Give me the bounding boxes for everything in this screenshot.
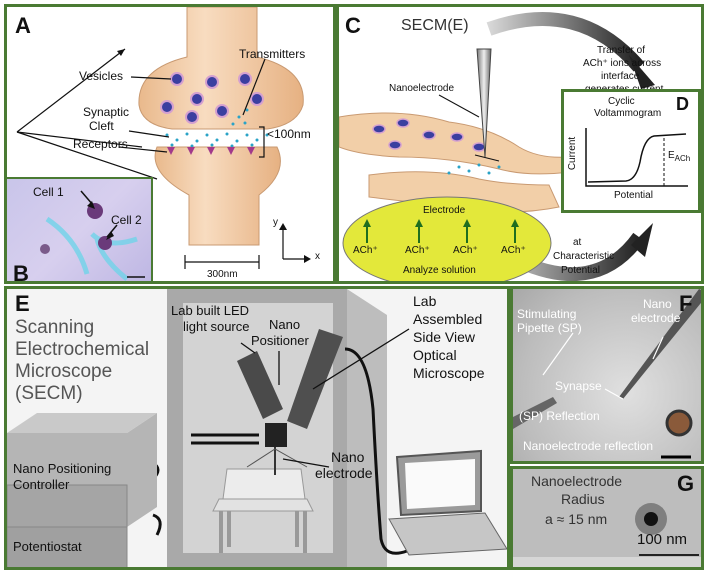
label-side-3: Side View — [413, 329, 476, 345]
cv-title-1: Cyclic — [608, 96, 635, 107]
presynaptic-neuron — [339, 112, 570, 175]
f-label-nano-1: Nano — [643, 297, 672, 311]
cyclic-voltammogram — [585, 128, 688, 187]
potential-line-1: at — [573, 237, 582, 248]
f-label-synapse: Synapse — [555, 379, 602, 393]
label-analyze-solution: Analyze solution — [403, 265, 476, 276]
cv-title-2: Voltammogram — [594, 108, 662, 119]
label-scale-300nm: 300nm — [207, 269, 238, 280]
panel-c: C SECM(E) Transfer of ACh⁺ ions across i… — [336, 4, 704, 284]
cv-e-main: E — [668, 150, 675, 161]
panel-b: Cell 1 Cell 2 B — [7, 177, 153, 284]
label-cell-1: Cell 1 — [33, 185, 64, 199]
label-nano-positioner-2: Positioner — [251, 333, 309, 348]
receptors — [167, 147, 255, 155]
ach-1: ACh⁺ — [353, 245, 378, 256]
cv-xlabel: Potential — [614, 190, 653, 201]
postsynaptic-terminal — [154, 146, 281, 246]
label-receptors: Receptors — [73, 137, 128, 151]
electrode-pool — [342, 196, 552, 281]
cell-micrograph — [40, 190, 145, 281]
side-view-microscope — [287, 329, 343, 429]
secm-setup-illustration — [7, 289, 507, 567]
cv-ylabel: Current — [567, 136, 579, 171]
panel-e: E Scanning Electrochemical Microscope (S… — [4, 286, 510, 570]
panel-letter-f: F — [679, 291, 693, 316]
g-label-scale: 100 nm — [637, 531, 688, 548]
cv-e-label: EACh — [668, 150, 690, 163]
g-label-radius: a ≈ 15 nm — [545, 511, 608, 527]
label-scanning: Scanning — [15, 317, 95, 338]
panel-letter-g: G — [677, 471, 695, 496]
panel-d: Cyclic Voltammogram D Current Potential … — [561, 89, 701, 213]
panel-letter-e: E — [15, 291, 30, 316]
label-side-2: Assembled — [413, 311, 483, 327]
axis-y-label: y — [273, 217, 278, 228]
label-side-5: Microscope — [413, 365, 485, 381]
label-cell-2: Cell 2 — [111, 213, 142, 227]
label-cleft-width: <100nm — [267, 127, 311, 141]
g-label-title-2: Radius — [561, 491, 605, 507]
f-label-stim-1: Stimulating — [517, 307, 577, 321]
transmitter-dots — [165, 108, 269, 148]
synapse-illustration — [16, 7, 311, 269]
panel-letter-d: D — [676, 94, 689, 114]
f-label-stim-2: Pipette (SP) — [517, 321, 582, 335]
f-label-sp-reflection: (SP) Reflection — [519, 409, 600, 423]
cv-curve — [587, 133, 687, 183]
label-synaptic: Synaptic — [83, 105, 130, 119]
label-nano-electrode-1: Nano — [331, 449, 365, 465]
ach-4: ACh⁺ — [501, 245, 526, 256]
label-led-1: Lab built LED — [171, 303, 250, 318]
nanoelectrode-tip — [476, 48, 492, 158]
label-side-1: Lab — [413, 293, 437, 309]
label-electrochemical: Electrochemical — [15, 339, 150, 360]
panel-f: Stimulating Pipette (SP) Nano electrode … — [510, 286, 704, 464]
f-label-nano-2: electrode — [631, 311, 681, 325]
label-controller-2: Controller — [13, 477, 70, 492]
potential-line-3: Potential — [561, 265, 600, 276]
label-secm-e: SECM(E) — [401, 17, 469, 34]
label-microscope: Microscope — [15, 361, 113, 382]
panel-a: A Vesicles Transmitters Synaptic Cleft R… — [4, 4, 336, 284]
label-nanoelectrode: Nanoelectrode — [389, 83, 455, 94]
potential-line-2: Characteristic — [553, 251, 615, 262]
cv-e-sub: ACh — [674, 154, 691, 163]
secm-illustration — [339, 12, 655, 281]
label-potentiostat: Potentiostat — [13, 539, 82, 554]
panel-letter-a: A — [15, 13, 31, 38]
panel-letter-b: B — [13, 261, 29, 284]
label-secm-abbr: (SECM) — [15, 383, 83, 404]
label-cleft: Cleft — [89, 119, 114, 133]
transfer-arrow — [486, 12, 645, 72]
f-label-ne-reflection: Nanoelectrode reflection — [523, 439, 654, 453]
label-vesicles: Vesicles — [79, 69, 124, 83]
label-nano-electrode-2: electrode — [315, 465, 373, 481]
label-controller-1: Nano Positioning — [13, 461, 112, 476]
transfer-line-1: Transfer of — [597, 45, 645, 56]
g-label-title-1: Nanoelectrode — [531, 473, 623, 489]
vesicles — [160, 72, 264, 124]
ach-3: ACh⁺ — [453, 245, 478, 256]
micrograph-g — [513, 503, 701, 567]
panel-g: Nanoelectrode Radius a ≈ 15 nm G 100 nm — [510, 466, 704, 570]
label-led-2: light source — [183, 319, 250, 334]
transfer-line-3: interface — [601, 71, 640, 82]
ach-2: ACh⁺ — [405, 245, 430, 256]
label-side-4: Optical — [413, 347, 457, 363]
label-transmitters: Transmitters — [239, 47, 306, 61]
axis-x-label: x — [315, 251, 320, 262]
led-light-source — [237, 351, 283, 419]
micrograph-f — [513, 289, 701, 459]
label-electrode: Electrode — [423, 205, 466, 216]
label-nano-positioner-1: Nano — [269, 317, 301, 332]
transfer-line-2: ACh⁺ ions across — [583, 58, 662, 69]
panel-letter-c: C — [345, 13, 361, 38]
